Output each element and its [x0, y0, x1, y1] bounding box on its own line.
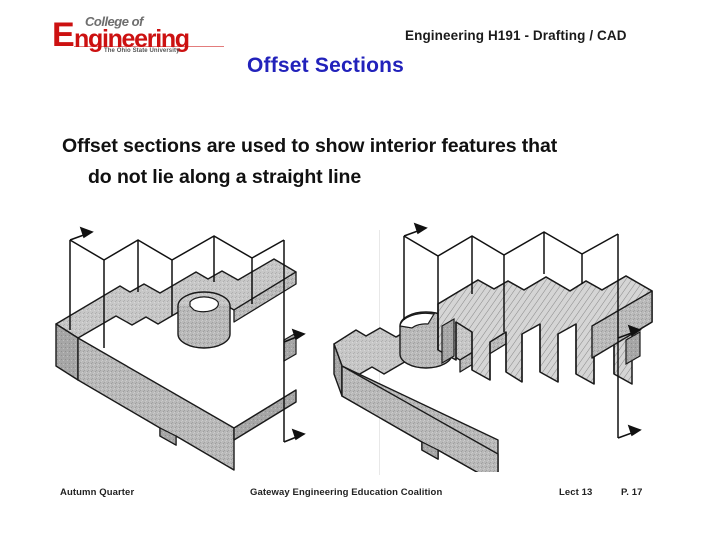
- course-header-text: Engineering H191 - Drafting / CAD: [405, 28, 627, 43]
- figure-left-cutting-plane: [55, 226, 306, 471]
- slide-footer: Autumn Quarter Gateway Engineering Educa…: [0, 487, 720, 503]
- body-line-1: Offset sections are used to show interio…: [62, 135, 558, 157]
- slide-title: Offset Sections: [247, 54, 405, 77]
- left-boss-body: [177, 306, 231, 349]
- right-rear-left-tab: [441, 317, 455, 365]
- body-paragraph: Offset sections are used to show interio…: [62, 131, 692, 193]
- figure-area: [40, 222, 690, 475]
- left-cutting-plane: [69, 235, 285, 442]
- right-cutting-plane: [403, 231, 619, 438]
- left-boss-inner-slot: [189, 296, 219, 313]
- right-offset-cut-surface: [437, 275, 653, 385]
- right-rear-tab: [625, 330, 641, 366]
- logo-college-of-text: College of: [85, 14, 143, 29]
- logo-underline-rule: [74, 46, 224, 47]
- figure-right-offset-section: [333, 222, 653, 472]
- right-cutting-plane-arrows: [403, 222, 642, 439]
- left-block-right-band: [233, 271, 297, 323]
- left-cutting-plane-arrows: [69, 226, 306, 443]
- logo-university-text: The Ohio State University: [104, 48, 180, 54]
- right-front-block-lower-front: [341, 365, 499, 472]
- logo-engineering-text: ngineering: [74, 25, 190, 53]
- footer-lecture-num: Lect 13: [559, 487, 593, 498]
- left-block-lower-front: [77, 337, 235, 471]
- left-block-right-end-face: [233, 389, 297, 441]
- logo-initial-letter: E: [52, 16, 75, 54]
- right-rear-right-end-face: [591, 290, 653, 359]
- footer-page-num: P. 17: [621, 487, 643, 498]
- left-block-bottom-notch: [159, 427, 177, 447]
- body-line-2: do not lie along a straight line: [88, 166, 362, 188]
- college-of-engineering-logo: E College of ngineering The Ohio State U…: [52, 12, 224, 56]
- footer-term: Autumn Quarter: [60, 487, 135, 498]
- right-front-bottom-notch: [421, 441, 439, 461]
- footer-coalition: Gateway Engineering Education Coalition: [250, 487, 443, 498]
